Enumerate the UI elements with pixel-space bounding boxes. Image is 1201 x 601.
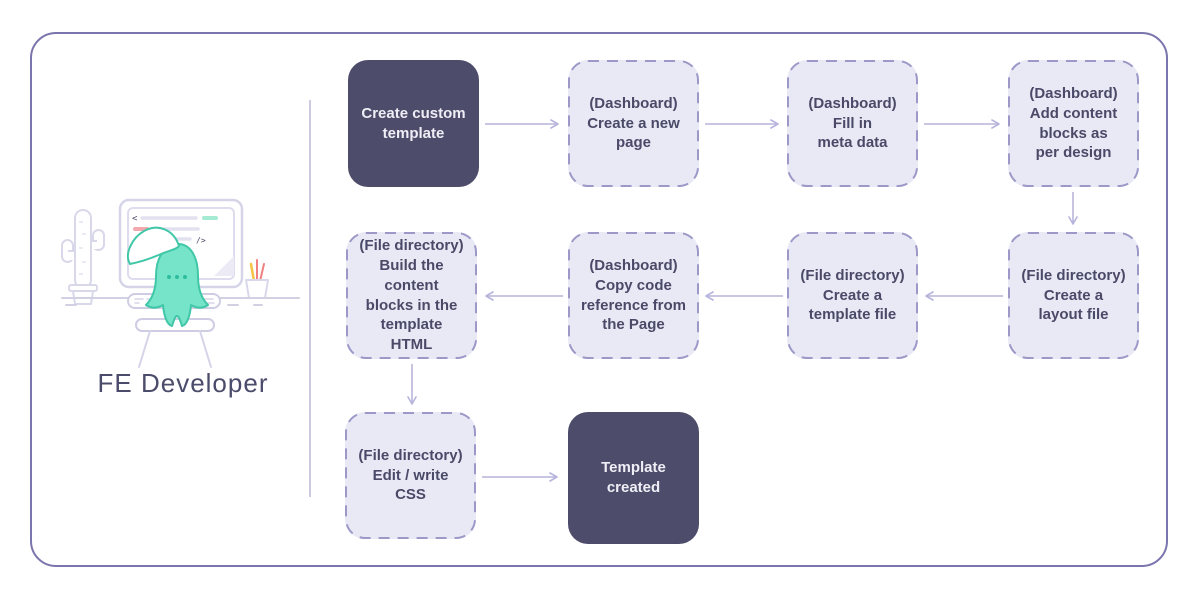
flow-node-create-new-page: (Dashboard) Create a new page — [568, 60, 699, 187]
node-label: (Dashboard) Create a new page — [587, 94, 680, 152]
flow-node-create-layout-file: (File directory) Create a layout file — [1008, 232, 1139, 359]
flow-node-template-created: Template created — [568, 412, 699, 544]
svg-text:/>: /> — [196, 236, 206, 245]
leaf-icon — [126, 226, 180, 265]
flow-node-create-template-file: (File directory) Create a template file — [787, 232, 918, 359]
flow-node-build-content-blocks: (File directory) Build the content block… — [346, 232, 477, 359]
node-label: (Dashboard) Add content blocks as per de… — [1029, 84, 1118, 162]
divider-line — [309, 100, 311, 497]
flow-node-create-custom-template: Create custom template — [348, 60, 479, 187]
pencil-cup-icon — [245, 259, 269, 299]
stool-icon — [135, 318, 215, 368]
flow-node-add-content-blocks: (Dashboard) Add content blocks as per de… — [1008, 60, 1139, 187]
node-label: (File directory) Edit / write CSS — [358, 446, 463, 504]
fe-developer-illustration: < /> — [61, 198, 300, 368]
node-label: (Dashboard) Fill in meta data — [808, 94, 897, 152]
diagram-frame — [30, 32, 1168, 567]
node-label: (Dashboard) Copy code reference from the… — [580, 256, 687, 334]
face-dots — [167, 275, 187, 279]
node-label: Create custom template — [361, 104, 466, 142]
node-label: Template created — [601, 459, 666, 496]
node-label: (File directory) Create a layout file — [1021, 266, 1126, 324]
flow-node-edit-write-css: (File directory) Edit / write CSS — [345, 412, 476, 539]
node-label: (File directory) Build the content block… — [359, 237, 464, 354]
node-label: (File directory) Create a template file — [800, 266, 905, 324]
cactus-icon — [61, 209, 105, 305]
flow-node-copy-code-reference: (Dashboard) Copy code reference from the… — [568, 232, 699, 359]
svg-text:<: < — [132, 214, 138, 224]
page-fold — [214, 256, 234, 276]
persona-label: FE Developer — [97, 368, 269, 398]
flow-node-fill-meta-data: (Dashboard) Fill in meta data — [787, 60, 918, 187]
developer-character — [126, 226, 209, 327]
